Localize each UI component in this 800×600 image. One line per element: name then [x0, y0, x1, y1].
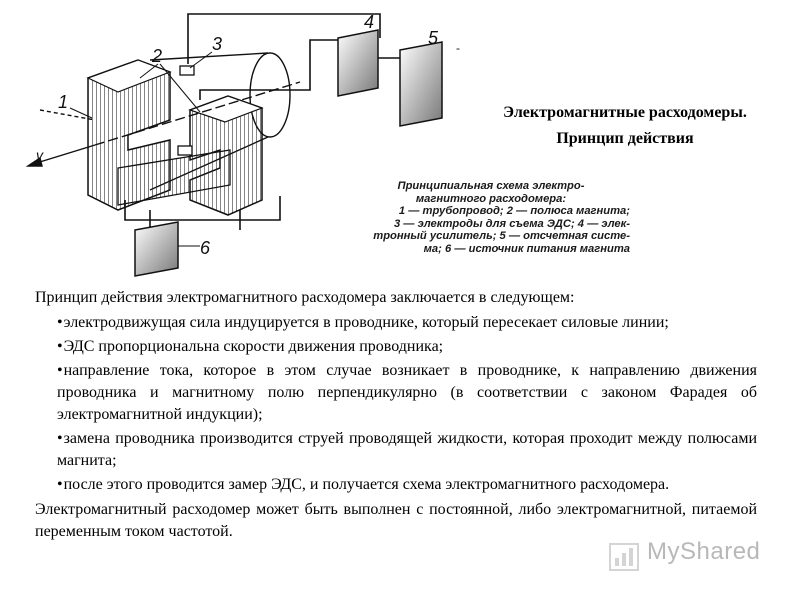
label-5: 5	[428, 28, 439, 48]
caption-legend-line4: ма; 6 — источник питания магнита	[423, 242, 630, 255]
list-item-text: ЭДС пропорциональна скорости движения пр…	[63, 338, 444, 355]
bullet-icon: •	[57, 476, 63, 493]
slide-title-line2: Принцип действия	[556, 130, 694, 147]
bullet-icon: •	[57, 314, 63, 331]
list-item-text: направление тока, которое в этом случае …	[57, 362, 757, 423]
list-item-text: замена проводника производится струей пр…	[57, 430, 757, 469]
watermark-logo-icon	[609, 543, 639, 571]
readout-box	[399, 41, 443, 127]
label-v: v	[36, 147, 44, 163]
bullet-icon: •	[57, 430, 63, 447]
electrode-bottom	[177, 145, 193, 156]
magnet-core	[117, 149, 231, 206]
diagram-caption: Принципиальная схема электро- магнитного…	[322, 180, 640, 255]
list-item: •замена проводника производится струей п…	[57, 428, 757, 472]
electrode-top	[179, 65, 195, 76]
bullet-icon: •	[57, 338, 63, 355]
label-1: 1	[58, 92, 68, 112]
caption-legend-line2: 3 — электроды для съема ЭДС; 4 — элек-	[393, 217, 630, 230]
caption-title-line2: магнитного расходомера:	[415, 192, 567, 205]
flowmeter-schematic: 1 2 3 4 5 6 v -	[25, 12, 460, 277]
outro-paragraph: Электромагнитный расходомер может быть в…	[35, 501, 757, 540]
label-2: 2	[151, 46, 162, 66]
label-4: 4	[364, 12, 374, 32]
caption-title-line1: Принципиальная схема электро-	[397, 180, 585, 192]
slide-title: Электромагнитные расходомеры. Принцип де…	[455, 100, 795, 152]
label-6: 6	[200, 238, 211, 258]
flow-arrow	[25, 81, 301, 167]
amplifier-box	[337, 29, 379, 97]
label-3: 3	[212, 34, 222, 54]
intro-paragraph: Принцип действия электромагнитного расхо…	[35, 289, 575, 306]
list-item: •направление тока, которое в этом случае…	[57, 360, 757, 426]
caption-legend-line1: 1 — трубопровод; 2 — полюса магнита;	[398, 205, 630, 217]
watermark-text: MyShared	[647, 538, 761, 565]
power-supply-box	[134, 221, 179, 277]
list-item: •после этого проводится замер ЭДС, и пол…	[57, 474, 757, 496]
list-item: •электродвижущая сила индуцируется в про…	[57, 312, 757, 334]
svg-text:-: -	[456, 41, 460, 55]
principle-list: •электродвижущая сила индуцируется в про…	[35, 312, 757, 496]
list-item: •ЭДС пропорциональна скорости движения п…	[57, 336, 757, 358]
bullet-icon: •	[57, 362, 63, 379]
caption-legend-line3: тронный усилитель; 5 — отсчетная систе-	[373, 230, 630, 242]
list-item-text: после этого проводится замер ЭДС, и полу…	[63, 476, 670, 493]
body-text: Принцип действия электромагнитного расхо…	[35, 287, 757, 543]
slide-title-line1: Электромагнитные расходомеры.	[503, 104, 747, 121]
wiring	[124, 13, 400, 230]
list-item-text: электродвижущая сила индуцируется в пров…	[63, 314, 669, 331]
